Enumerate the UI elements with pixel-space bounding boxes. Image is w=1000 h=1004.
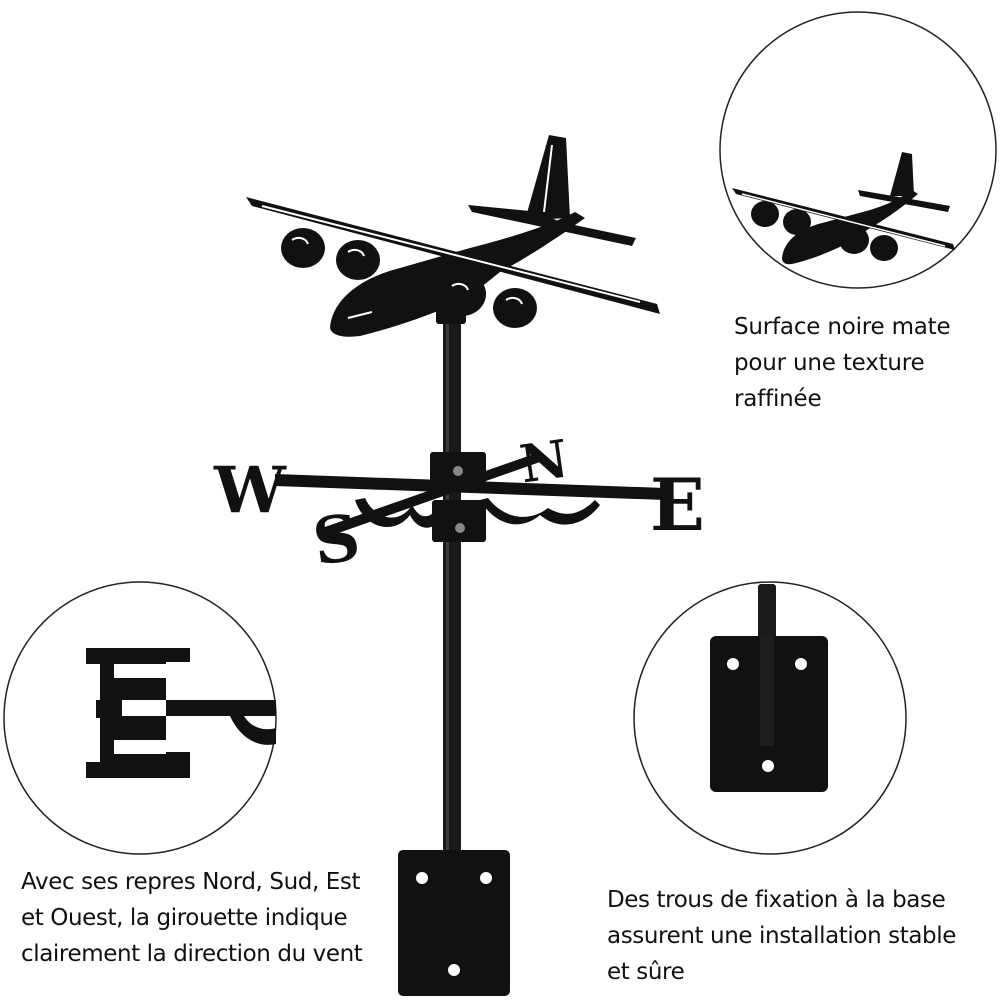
caption-line: raffinée: [734, 386, 822, 412]
caption-line: et sûre: [607, 959, 685, 985]
caption-line: assurent une installation stable: [607, 923, 957, 949]
detail-circle-mount: [633, 581, 907, 855]
compass-letter-north: N: [516, 428, 572, 495]
caption-line: pour une texture: [734, 350, 925, 376]
compass-letter-west: W: [213, 453, 287, 528]
caption-line: et Ouest, la girouette indique: [21, 905, 348, 931]
airplane-silhouette: [246, 135, 660, 337]
mount-hole: [416, 872, 428, 884]
pole-highlight: [446, 318, 449, 858]
compass-letter-south: S: [308, 500, 364, 581]
caption-line: Avec ses repres Nord, Sud, Est: [21, 869, 361, 895]
main-pole: [443, 318, 461, 858]
compass-letter-east: E: [650, 462, 705, 547]
mount-hole: [480, 872, 492, 884]
caption-compass-directions: Avec ses repres Nord, Sud, Est et Ouest,…: [21, 864, 363, 972]
mount-hole: [448, 964, 460, 976]
compass-arms: [275, 452, 665, 542]
caption-line: clairement la direction du vent: [21, 941, 363, 967]
caption-line: Des trous de fixation à la base: [607, 887, 946, 913]
detail-circle-surface: [719, 11, 997, 289]
detail-circle-compass: [3, 581, 277, 855]
mount-hole: [727, 658, 739, 670]
caption-line: Surface noire mate: [734, 314, 951, 340]
bracket-screw-top: [453, 466, 463, 476]
mount-hole: [762, 760, 774, 772]
caption-mounting-holes: Des trous de fixation à la base assurent…: [607, 882, 956, 990]
bracket-screw-bottom: [455, 523, 465, 533]
caption-matte-surface: Surface noire mate pour une texture raff…: [734, 309, 951, 417]
mount-hole: [795, 658, 807, 670]
airplane-details: [261, 144, 641, 319]
base-plate: [398, 850, 510, 996]
